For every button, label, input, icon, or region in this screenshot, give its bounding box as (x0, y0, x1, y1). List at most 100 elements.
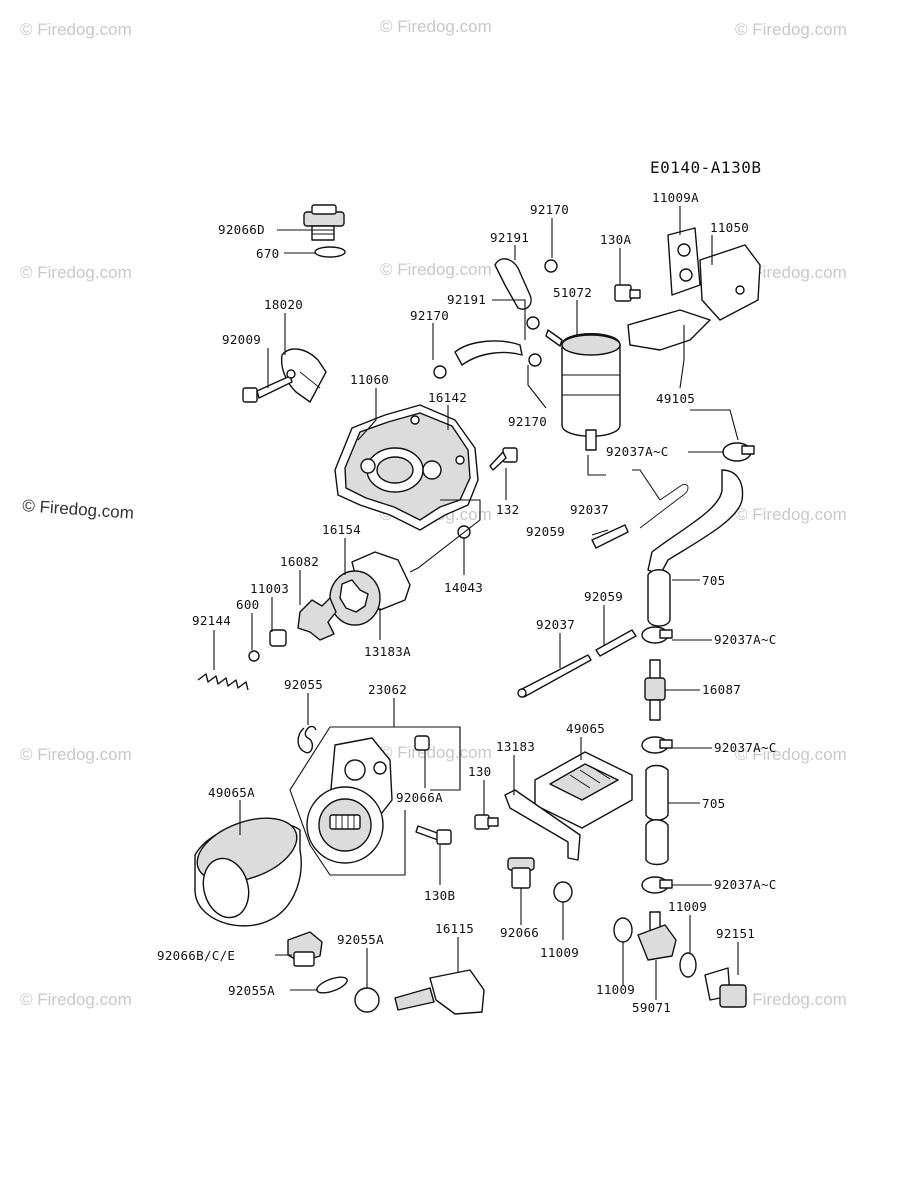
watermark: © Firedog.com (20, 263, 132, 282)
part-label: 11050 (710, 220, 749, 235)
bolt-130b-icon (415, 825, 452, 845)
leader-lines (213, 206, 739, 1000)
part-label: 16087 (702, 682, 741, 697)
part-label: 49105 (656, 391, 695, 406)
hose-705-lower-icon (645, 819, 669, 866)
part-label: 11009 (596, 982, 635, 997)
o-ring-92055a-icon (316, 976, 348, 994)
clamp-92170-icon (544, 259, 558, 273)
hose-92191-upper-icon (494, 258, 532, 310)
part-label: 11009 (540, 945, 579, 960)
clamp-92037a-c-icon (641, 626, 673, 644)
part-label: 92066D (218, 222, 265, 237)
watermark: © Firedog.com (380, 743, 492, 762)
bolt-92151-icon (704, 967, 747, 1008)
part-label: 92144 (192, 613, 231, 628)
watermark: © Firedog.com (20, 20, 132, 39)
parts-drawing (194, 204, 761, 1015)
clamp-92037a-c-mid-icon (641, 736, 673, 754)
o-ring-92055-icon (297, 725, 317, 754)
part-label: 670 (256, 246, 279, 261)
part-label: 92037A~C (714, 740, 777, 755)
hose-705-icon (645, 764, 669, 821)
watermark: © Firedog.com (735, 505, 847, 524)
bracket-13183-icon (504, 789, 581, 861)
pin-92059-upper-icon (591, 524, 629, 549)
part-label: 11003 (250, 581, 289, 596)
clamp-92170-icon (528, 353, 542, 367)
washer-11009-left-icon (613, 917, 633, 943)
part-label: 92066B/C/E (157, 948, 235, 963)
part-label: 705 (702, 796, 725, 811)
o-ring-92055a-large-icon (354, 987, 380, 1013)
part-labels: 92066D 670 18020 92009 11060 16142 132 1… (157, 190, 777, 1015)
diagram-code: E0140-A130B (650, 158, 761, 177)
drain-plug-92066bce-icon (287, 931, 323, 967)
part-label: 92191 (490, 230, 529, 245)
washer-11009-right-icon (679, 952, 697, 978)
part-label: 16082 (280, 554, 319, 569)
bracket-11050-icon (699, 244, 761, 321)
part-label: 92059 (526, 524, 565, 539)
part-label: 13183A (364, 644, 411, 659)
filter-mount-23062-icon (306, 737, 393, 864)
part-label: 130A (600, 232, 631, 247)
hose-705-upper-icon (647, 569, 671, 627)
part-label: 92059 (584, 589, 623, 604)
holder-49105-icon (627, 309, 711, 351)
bushing-11003-icon (269, 629, 287, 647)
cover-18020-icon (280, 348, 327, 403)
watermark: © Firedog.com (735, 20, 847, 39)
part-label: 92037A~C (714, 877, 777, 892)
part-label: 59071 (632, 1000, 671, 1015)
rod-92037-lower-icon (519, 654, 592, 698)
rotor-16154-icon (329, 570, 381, 626)
clamp-92037a-c-bottom-icon (641, 876, 673, 894)
bolt-130a-icon (614, 284, 641, 302)
plug-92066-icon (507, 857, 535, 889)
watermark: © Firedog.com (735, 990, 847, 1009)
part-label: 130 (468, 764, 491, 779)
part-label: 92170 (530, 202, 569, 217)
oil-filter-49065a-icon (194, 817, 302, 927)
watermark-dark: © Firedog.com (22, 496, 135, 523)
part-label: 18020 (264, 297, 303, 312)
bolt-92009-icon (242, 369, 296, 403)
part-label: 92037A~C (606, 444, 669, 459)
switch-16115-icon (394, 969, 485, 1015)
clamp-92170-icon (526, 316, 540, 330)
part-label: 13183 (496, 739, 535, 754)
o-ring-670-icon (314, 246, 346, 258)
watermark: © Firedog.com (380, 260, 492, 279)
part-label: 92055A (228, 983, 275, 998)
part-label: 23062 (368, 682, 407, 697)
hose-upper-icon (647, 469, 744, 576)
part-label: 92151 (716, 926, 755, 941)
part-label: 92055 (284, 677, 323, 692)
bolt-132-icon (489, 447, 518, 471)
inner-rotor-16082-icon (297, 597, 337, 641)
plug-92066a-icon (414, 735, 430, 751)
part-label: 130B (424, 888, 455, 903)
part-label: 49065 (566, 721, 605, 736)
fitting-59071-icon (637, 911, 677, 961)
ball-600-icon (248, 650, 260, 662)
part-label: 11009A (652, 190, 699, 205)
rod-92037-upper-icon (639, 484, 689, 529)
part-label: 92037 (536, 617, 575, 632)
watermark: © Firedog.com (735, 745, 847, 764)
part-label: 51072 (553, 285, 592, 300)
clamp-92170-icon (433, 365, 447, 379)
part-label: 92170 (410, 308, 449, 323)
hose-92191-lower-icon (454, 340, 523, 366)
gasket-11009a-icon (667, 227, 701, 296)
part-label: 92170 (508, 414, 547, 429)
part-label: 705 (702, 573, 725, 588)
part-label: 92037A~C (714, 632, 777, 647)
part-label: 92037 (570, 502, 609, 517)
part-label: 14043 (444, 580, 483, 595)
part-label: 49065A (208, 785, 255, 800)
plug-92066d-icon (303, 204, 345, 241)
part-label: 11060 (350, 372, 389, 387)
